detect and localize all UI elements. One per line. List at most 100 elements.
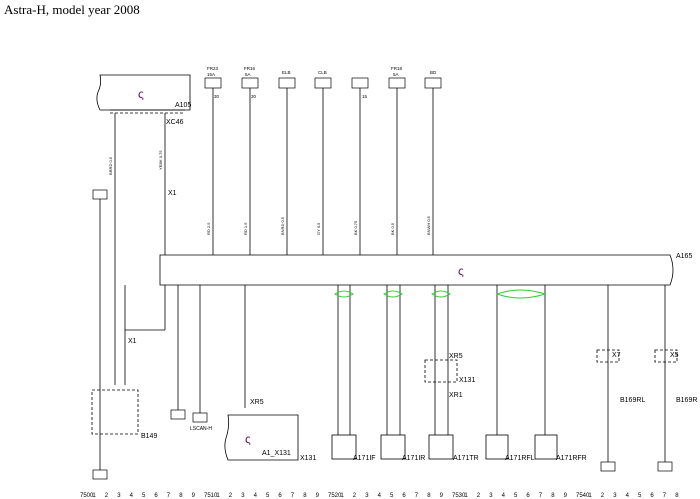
ruler-mark: 6: [278, 493, 282, 499]
a171tr-label: A171TR: [453, 455, 479, 462]
wire-label-rd25: RD 2.5: [206, 222, 211, 235]
wire-label-bk075: BK 0.75: [353, 220, 358, 235]
ruler-mark: 2: [229, 493, 233, 499]
ruler-mark: 8: [675, 493, 679, 499]
b149-sensor-box: [91, 389, 139, 435]
x7-connector-box: [596, 349, 620, 363]
x131-label: X131: [300, 455, 316, 462]
xr5-right-label: XR5: [449, 353, 463, 360]
ruler-mark: 4: [502, 493, 506, 499]
wire-label-brrd: BRRD 0.5: [108, 156, 113, 175]
ruler-mark: 7: [663, 493, 667, 499]
ruler-mark: 8: [551, 493, 555, 499]
fuse-f18-line1: FR18: [391, 66, 403, 71]
a165-module-outline: [159, 254, 674, 286]
ruler-mark: 2: [601, 493, 605, 499]
fuse-f23-pin: 30: [214, 94, 220, 99]
xr1-label: XR1: [449, 392, 463, 399]
wire-label-rd15: RD 1.5: [243, 222, 248, 235]
ruler-mark: 7: [167, 493, 171, 499]
a171if-box: [331, 434, 357, 460]
ruler-mark: 8: [427, 493, 431, 499]
a171rfl-box: [485, 434, 509, 460]
x131-right-label: X131: [459, 377, 475, 384]
x5-label: X5: [670, 352, 679, 359]
wire-label-bnwh: BNWH 0.5: [426, 215, 431, 235]
wire-label-yebk: YEBK 0.75: [158, 150, 163, 170]
a1-module-symbol: ς: [245, 432, 251, 446]
a171rfl-label: A171RFL: [505, 455, 535, 462]
x1-lower-label: X1: [128, 338, 137, 345]
ruler-mark: 3: [365, 493, 369, 499]
ruler-mark: 4: [626, 493, 630, 499]
ruler-mark: 6: [650, 493, 654, 499]
xr5-connector-box: [424, 359, 458, 383]
a171ir-label: A171IR: [402, 455, 425, 462]
ruler-mark: 3: [613, 493, 617, 499]
ruler-mark: 5: [638, 493, 642, 499]
x7-label: X7: [612, 352, 621, 359]
ruler-mark: 6: [402, 493, 406, 499]
ruler-mark: 1: [464, 493, 468, 499]
wire-label-bk05: BK 0.5: [390, 222, 395, 235]
a171ir-box: [380, 434, 406, 460]
ruler-mark: 6: [526, 493, 530, 499]
ruler-mark: 6: [154, 493, 158, 499]
ruler-mark: 7: [291, 493, 295, 499]
ruler-mark: 7540: [576, 493, 590, 499]
ruler-mark: 5: [514, 493, 518, 499]
x1-label: X1: [168, 190, 177, 197]
b169rl-label: B169RL: [620, 397, 645, 404]
lscan-label: LSCAN-H: [190, 426, 212, 432]
ruler-mark: 3: [489, 493, 493, 499]
fuse-f16-line2: 5A: [245, 72, 251, 77]
ruler-mark: 8: [179, 493, 183, 499]
a105-module-outline: [96, 74, 191, 111]
fuse-bd-line1: BD: [430, 70, 437, 75]
ruler-mark: 9: [192, 493, 196, 499]
ruler-mark: 2: [105, 493, 109, 499]
a1-label: A1_X131: [262, 450, 291, 457]
ruler-mark: 4: [254, 493, 258, 499]
fuse-clb-line1: CLB: [318, 70, 327, 75]
ruler-mark: 7530: [452, 493, 466, 499]
ruler-mark: 1: [340, 493, 344, 499]
ruler-mark: 1: [588, 493, 592, 499]
fuse-f23-line1: FR23: [207, 66, 219, 71]
ruler-mark: 3: [117, 493, 121, 499]
ruler-mark: 7510: [204, 493, 218, 499]
fuse-elb-line1: ELB: [282, 70, 291, 75]
fuse-s11-pin: 15: [362, 94, 368, 99]
b169rr-label: B169R: [676, 397, 697, 404]
ruler-mark: 1: [216, 493, 220, 499]
ruler-mark: 2: [477, 493, 481, 499]
fuse-f16-line1: FR16: [244, 66, 256, 71]
a171if-label: A171IF: [353, 455, 376, 462]
a171rfr-label: A171RFR: [556, 455, 587, 462]
fuse-f18-line2: 5A: [393, 72, 399, 77]
b149-label: B149: [141, 433, 157, 440]
a1-module-outline: [224, 414, 299, 461]
a105-label: A105: [175, 102, 191, 109]
ruler-mark: 5: [266, 493, 270, 499]
a165-module-symbol: ς: [458, 264, 464, 278]
ruler-mark: 7500: [80, 493, 94, 499]
a165-label: A165: [676, 253, 692, 260]
xc46-label: XC46: [166, 119, 184, 126]
ruler-mark: 9: [316, 493, 320, 499]
page-title: Astra-H, model year 2008: [4, 2, 140, 17]
ruler-mark: 2: [353, 493, 357, 499]
a171rfr-box: [534, 434, 558, 460]
ruler-mark: 7: [415, 493, 419, 499]
ruler-mark: 1: [92, 493, 96, 499]
ruler-mark: 4: [378, 493, 382, 499]
fuse-f16-pin: 30: [251, 94, 257, 99]
wire-label-gy: GY 0.5: [316, 222, 321, 235]
ruler-mark: 9: [564, 493, 568, 499]
ruler-mark: 5: [142, 493, 146, 499]
wire-label-bnrd: BNRD 0.5: [280, 216, 285, 235]
x5-connector-box: [654, 349, 678, 363]
ruler-mark: 3: [241, 493, 245, 499]
